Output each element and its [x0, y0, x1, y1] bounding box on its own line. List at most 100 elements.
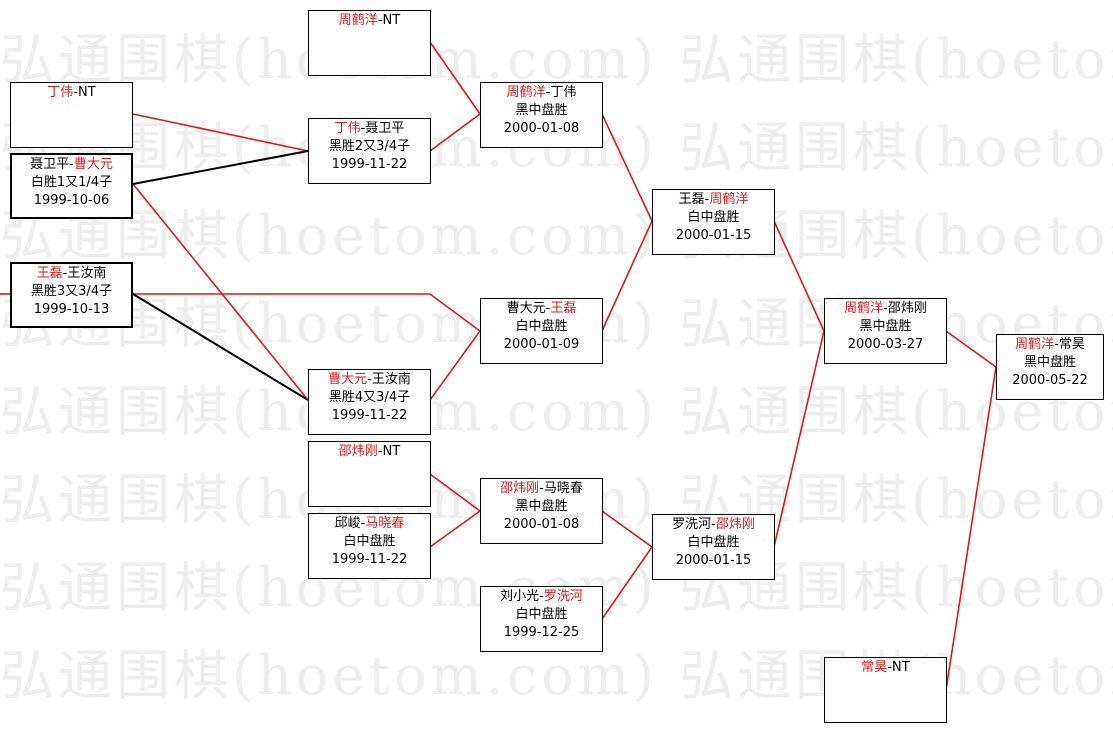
player-loser: 王汝南: [371, 372, 411, 387]
match-players: 邵炜刚-马晓春: [481, 480, 602, 498]
match-box: 邵炜刚-马晓春 黑中盘胜 2000-01-08: [480, 478, 603, 544]
loser-lines: [132, 150, 309, 401]
player-loser: 聂卫平: [365, 121, 405, 136]
match-date: 2000-01-15: [675, 553, 752, 568]
connector-line: [601, 113, 653, 222]
player-winner: 周鹤洋: [1015, 337, 1055, 352]
player-loser: 常昊: [1058, 337, 1085, 352]
match-date: 2000-05-22: [1012, 373, 1088, 388]
match-box: 丁伟-聂卫平 黑胜2又3/4子 1999-11-22: [308, 118, 431, 184]
match-result: 黑胜2又3/4子: [328, 139, 411, 154]
match-date: 2000-03-27: [847, 337, 924, 352]
player-separator: -: [367, 372, 372, 387]
match-result: 黑中盘胜: [859, 319, 912, 334]
player-separator: -: [360, 516, 366, 531]
player-loser: 刘小光: [500, 589, 540, 604]
player-loser: 罗洗河: [672, 517, 712, 532]
connector-line: [132, 113, 309, 152]
player-loser: 丁伟: [550, 85, 577, 100]
player-separator: -: [69, 157, 74, 172]
match-result: 白胜1又1/4子: [30, 175, 113, 190]
player-separator: -: [73, 85, 79, 100]
match-result: 白中盘胜: [687, 535, 740, 550]
match-result: 黑胜3又3/4子: [30, 284, 113, 299]
player-winner: 邵炜刚: [715, 517, 755, 532]
player-winner: 丁伟: [334, 121, 361, 136]
match-date: 1999-10-06: [33, 193, 110, 208]
player-loser: 邱峻: [334, 516, 361, 531]
connector-line: [132, 183, 309, 401]
connector-line: [601, 510, 653, 548]
match-result: 白中盘胜: [343, 534, 396, 549]
match-result: 黑中盘胜: [515, 499, 568, 514]
match-players: 周鹤洋-邵炜刚: [825, 300, 946, 318]
match-box: 周鹤洋-邵炜刚 黑中盘胜 2000-03-27: [824, 298, 947, 364]
player-separator: -: [883, 301, 888, 316]
match-box: 王磊-王汝南 黑胜3又3/4子 1999-10-13: [10, 262, 133, 328]
player-loser: 马晓春: [543, 481, 583, 496]
player-loser: 王汝南: [67, 266, 107, 281]
player-winner: 邵炜刚: [338, 444, 378, 459]
player-separator: -: [62, 266, 68, 281]
match-players: 聂卫平-曹大元: [12, 156, 131, 174]
match-date: 1999-11-22: [331, 552, 408, 567]
player-separator: -: [377, 444, 383, 459]
player-winner: 周鹤洋: [844, 301, 884, 316]
connector-line: [945, 366, 997, 691]
match-date: 2000-01-08: [503, 121, 580, 136]
player-separator: -: [704, 192, 710, 207]
match-players: 丁伟-NT: [11, 84, 132, 102]
connector-line: [429, 113, 481, 152]
match-box: 聂卫平-曹大元 白胜1又1/4子 1999-10-06: [10, 153, 133, 219]
player-winner: 周鹤洋: [506, 85, 546, 100]
player-winner: 周鹤洋: [338, 13, 378, 28]
player-separator: -: [539, 589, 544, 604]
match-players: 曹大元-王磊: [481, 300, 602, 318]
connector-line: [601, 220, 653, 332]
player-loser: NT: [382, 13, 401, 28]
match-players: 邱峻-马晓春: [309, 515, 430, 533]
match-date: 1999-11-22: [331, 157, 408, 172]
player-winner: 王磊: [36, 266, 63, 281]
player-loser: NT: [892, 660, 910, 675]
player-loser: NT: [78, 85, 96, 100]
player-separator: -: [711, 517, 716, 532]
match-players: 邵炜刚-NT: [309, 443, 430, 461]
player-winner: 曹大元: [73, 157, 113, 172]
match-players: 丁伟-聂卫平: [309, 120, 430, 138]
connector-line: [132, 150, 309, 185]
connector-line: [945, 330, 997, 368]
match-result: 黑中盘胜: [515, 103, 568, 118]
match-players: 曹大元-王汝南: [309, 371, 430, 389]
match-date: 2000-01-08: [503, 517, 580, 532]
player-loser: NT: [382, 444, 401, 459]
match-result: 黑胜4又3/4子: [328, 390, 411, 405]
player-winner: 周鹤洋: [709, 192, 749, 207]
player-winner: 马晓春: [365, 516, 405, 531]
match-date: 1999-11-22: [331, 408, 408, 423]
match-box: 刘小光-罗洗河 白中盘胜 1999-12-25: [480, 586, 603, 652]
match-box: 丁伟-NT: [10, 82, 133, 148]
connector-line: [773, 220, 825, 332]
match-players: 常昊-NT: [825, 659, 946, 677]
player-loser: 王磊: [678, 192, 705, 207]
player-separator: -: [1054, 337, 1059, 352]
player-winner: 邵炜刚: [500, 481, 540, 496]
player-separator: -: [539, 481, 544, 496]
match-date: 1999-12-25: [503, 625, 580, 640]
connector-line: [429, 473, 481, 512]
match-box: 周鹤洋-丁伟 黑中盘胜 2000-01-08: [480, 82, 603, 148]
match-box: 曹大元-王磊 白中盘胜 2000-01-09: [480, 298, 603, 364]
player-loser: 聂卫平: [30, 157, 70, 172]
match-date: 2000-01-09: [503, 337, 580, 352]
connector-line: [601, 546, 653, 620]
player-separator: -: [377, 13, 383, 28]
match-players: 周鹤洋-常昊: [997, 336, 1103, 354]
match-players: 刘小光-罗洗河: [481, 588, 602, 606]
match-result: 白中盘胜: [515, 319, 568, 334]
match-players: 王磊-王汝南: [12, 265, 131, 283]
match-box: 邱峻-马晓春 白中盘胜 1999-11-22: [308, 513, 431, 579]
player-winner: 曹大元: [328, 372, 368, 387]
player-winner: 丁伟: [47, 85, 74, 100]
match-box: 王磊-周鹤洋 白中盘胜 2000-01-15: [652, 189, 775, 255]
